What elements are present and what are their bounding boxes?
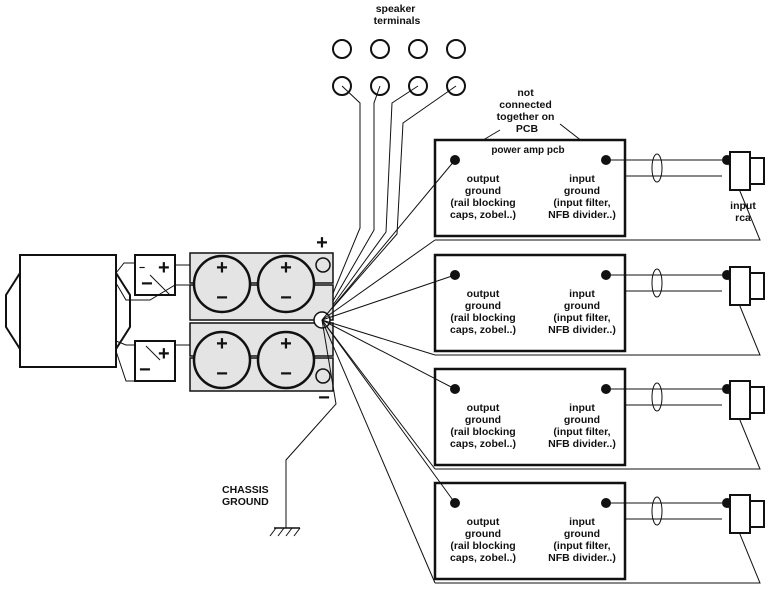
ferrite-bead [651, 382, 663, 412]
input-rca-jack [722, 380, 765, 420]
rca-to-star-wire [321, 319, 436, 470]
svg-text:−: − [280, 287, 292, 309]
speaker-terminals-label: speaker terminals [374, 3, 421, 27]
speaker-label-line-2: terminals [374, 15, 421, 27]
pcb-outline [433, 367, 627, 467]
output-ground-wire [321, 319, 456, 504]
speaker-terminal-bottom-3 [408, 76, 428, 96]
output-ground-wire [321, 319, 456, 390]
svg-text:+: + [280, 257, 292, 279]
rca-to-star-wire [321, 239, 436, 321]
svg-text:−: − [216, 363, 228, 385]
rail-minus-label: − [318, 387, 330, 409]
svg-text:−: − [280, 363, 292, 385]
svg-text:+: + [280, 333, 292, 355]
speaker-terminal-top-3 [408, 39, 428, 59]
output-ground-wire [321, 274, 456, 321]
speaker-ground-wires [321, 85, 457, 321]
speaker-terminals [332, 39, 466, 96]
pcb-outline [433, 253, 627, 353]
chassis-ground-label: CHASSIS GROUND [222, 484, 272, 508]
output-ground-wire [321, 159, 456, 321]
svg-text:−: − [139, 359, 151, 381]
ferrite-bead [651, 268, 663, 298]
ferrite-bead [651, 153, 663, 183]
chassis-ground-wire [269, 319, 337, 537]
speaker-terminal-top-4 [446, 39, 466, 59]
not-connected-label: not connected together on PCB [497, 87, 558, 135]
svg-text:+: + [158, 343, 170, 365]
power-amp-pcb-label: power amp pcb [491, 145, 564, 156]
rca-to-star-wire [321, 319, 436, 356]
speaker-label-line-1: speaker [376, 3, 416, 15]
speaker-terminal-top-1 [332, 39, 352, 59]
rail-plus-label: + [316, 232, 328, 254]
rca-to-star-wire [321, 319, 436, 584]
svg-text:−: − [141, 273, 153, 295]
speaker-terminal-bottom-1 [332, 76, 352, 96]
svg-text:+: + [216, 257, 228, 279]
input-rca-jack [722, 266, 765, 306]
speaker-terminal-top-2 [370, 39, 390, 59]
input-rca-jack [722, 151, 765, 191]
ferrite-bead [651, 496, 663, 526]
svg-text:+: + [216, 333, 228, 355]
svg-text:−: − [139, 262, 145, 274]
capacitor-bank: + − + − + − + − [189, 252, 334, 392]
pcb-outline [433, 481, 627, 581]
transformer [5, 254, 131, 368]
pcb-outline [433, 138, 627, 238]
speaker-terminal-bottom-2 [370, 76, 390, 96]
input-rca-jack [722, 494, 765, 534]
bridge-rectifier-top: − + − [134, 254, 176, 296]
transformer-wires [115, 262, 190, 382]
svg-text:+: + [158, 257, 170, 279]
svg-text:−: − [216, 287, 228, 309]
bridge-rectifier-bottom: + − [134, 340, 176, 382]
speaker-terminal-bottom-4 [446, 76, 466, 96]
